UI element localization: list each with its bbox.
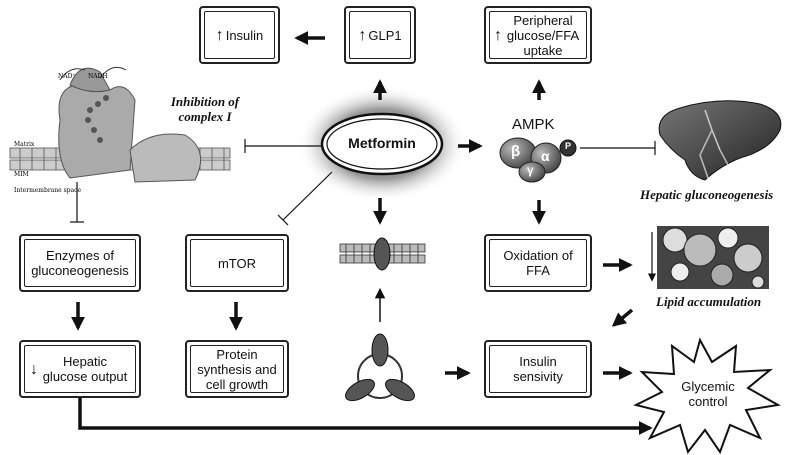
arrow-bottom-glycemic: [78, 397, 653, 435]
insulin-sensivity-box: Insulin sensivity: [484, 340, 592, 398]
insulin-box: ↑Insulin: [199, 6, 280, 64]
enzymes-box: Enzymes of gluconeogenesis: [19, 234, 141, 292]
svg-text:NADH: NADH: [88, 73, 108, 80]
glycemic-starburst: [633, 337, 781, 455]
up-arrow-icon: ↑: [494, 26, 502, 44]
protein-box: Protein synthesis and cell growth: [185, 340, 289, 398]
complex-one-illustration: NAD⁺ NADH Matrix MIM Intermembrane space: [9, 66, 231, 194]
protein-label: Protein synthesis and cell growth: [197, 346, 277, 392]
mtor-label: mTOR: [217, 255, 257, 271]
glycemic-control-label: Glycemic control: [681, 379, 735, 409]
oxidation-label: Oxidation of FFA: [503, 248, 573, 278]
membrane-icon: [339, 237, 426, 271]
insulin-sensivity-label: Insulin sensivity: [513, 354, 563, 384]
ampk-label: AMPK: [512, 116, 555, 133]
mtor-box: mTOR: [185, 234, 289, 292]
svg-text:Intermembrane space: Intermembrane space: [14, 187, 81, 194]
oxidation-box: Oxidation of FFA: [484, 234, 592, 292]
glp1-box: ↑GLP1: [344, 6, 416, 64]
metformin-ellipse: [320, 112, 444, 176]
up-arrow-icon: ↑: [215, 26, 224, 44]
hepatic-gluconeogenesis-label: Hepatic gluconeogenesis: [640, 187, 774, 202]
lipid-image: [657, 226, 769, 289]
glp1-label: GLP1: [368, 27, 402, 43]
insulin-label: Insulin: [225, 27, 264, 43]
enzymes-label: Enzymes of gluconeogenesis: [31, 248, 129, 278]
lipid-accumulation-label: Lipid accumulation: [656, 294, 762, 309]
peripheral-label: Peripheral glucose/FFA uptake: [506, 12, 580, 58]
metformin-ellipse-inner: [326, 118, 438, 170]
hepatic-output-label: Hepatic glucose output: [42, 354, 128, 384]
ampk-complex: [499, 137, 577, 183]
inhibit-mtor: [282, 171, 333, 221]
svg-text:NAD⁺: NAD⁺: [58, 73, 76, 80]
ampk-beta-label: β: [511, 143, 521, 160]
up-arrow-icon: ↑: [358, 26, 367, 44]
hepatic-output-box: ↓Hepatic glucose output: [19, 340, 141, 398]
metformin-label: Metformin: [348, 135, 416, 151]
ampk-alpha-label: α: [541, 148, 550, 164]
peripheral-box: ↑Peripheral glucose/FFA uptake: [484, 6, 592, 64]
svg-text:Matrix: Matrix: [14, 141, 35, 148]
glut-transporter-icon: [345, 333, 415, 402]
ampk-gamma-label: γ: [527, 163, 534, 177]
arrow-lipid-sensivity: [611, 308, 634, 327]
svg-text:MIM: MIM: [14, 171, 29, 178]
complex-one-label: Inhibition of complex I: [170, 94, 240, 124]
ampk-p-label: P: [565, 141, 572, 151]
down-arrow-icon: ↓: [30, 360, 38, 378]
liver-image: [658, 100, 782, 181]
